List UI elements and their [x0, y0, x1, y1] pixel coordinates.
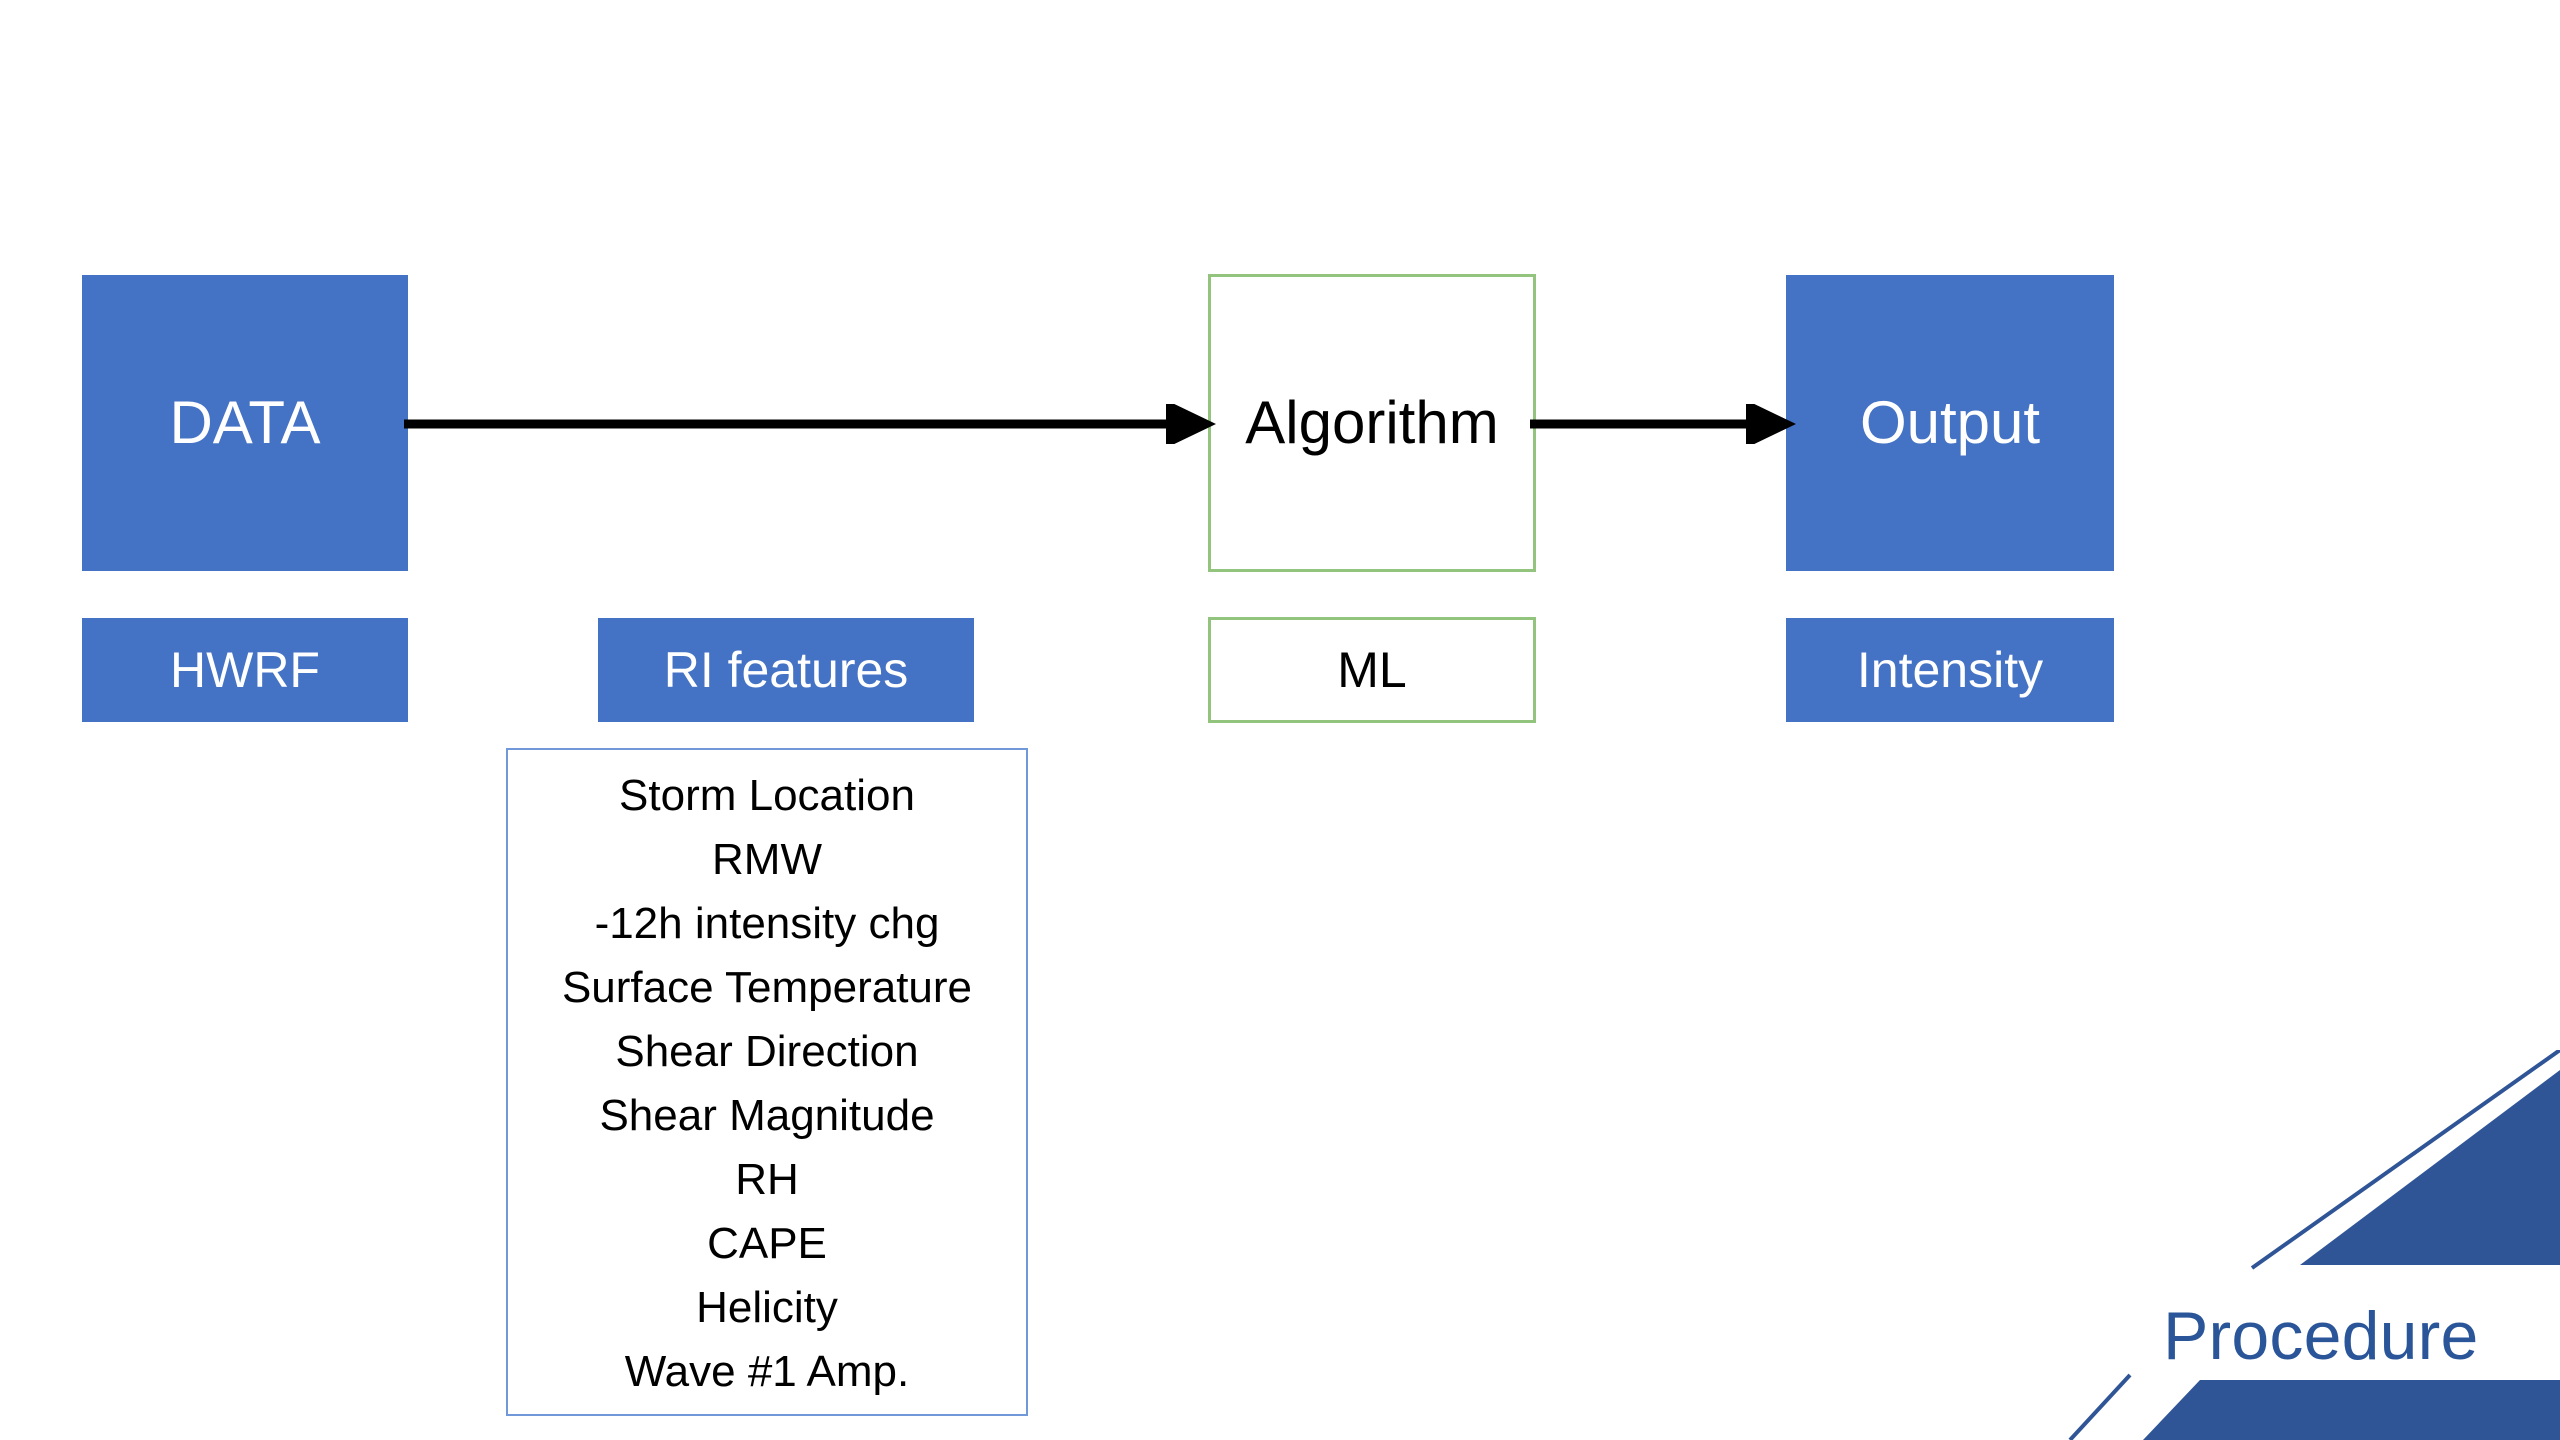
node-data-label: DATA — [169, 388, 321, 456]
feature-list-item: Helicity — [696, 1283, 838, 1332]
arrow-data-to-algorithm — [404, 404, 1216, 444]
feature-list-item: Surface Temperature — [561, 963, 973, 1012]
feature-list-box: Storm Location RMW -12h intensity chg Su… — [506, 748, 1028, 1416]
node-output-label: Output — [1859, 388, 2041, 456]
feature-list-item: -12h intensity chg — [594, 899, 940, 948]
node-ri-features[interactable]: RI features — [598, 618, 974, 722]
node-algorithm-label: Algorithm — [1245, 388, 1499, 456]
feature-list-item: Shear Magnitude — [599, 1091, 935, 1140]
feature-list-item: RMW — [712, 835, 822, 884]
node-hwrf-label: HWRF — [170, 642, 320, 698]
node-ri-features-label: RI features — [663, 642, 909, 698]
page-title: Procedure — [2163, 1298, 2479, 1374]
feature-list-item: Shear Direction — [615, 1027, 919, 1076]
node-ml-label: ML — [1337, 642, 1407, 698]
node-data[interactable]: DATA — [82, 275, 408, 571]
feature-list-item: Storm Location — [619, 771, 915, 820]
node-ml[interactable]: ML — [1208, 617, 1536, 723]
node-algorithm[interactable]: Algorithm — [1208, 274, 1536, 572]
node-hwrf[interactable]: HWRF — [82, 618, 408, 722]
feature-list-item: Wave #1 Amp. — [624, 1347, 910, 1396]
feature-list-item: CAPE — [707, 1219, 827, 1268]
node-intensity[interactable]: Intensity — [1786, 618, 2114, 722]
feature-list-item: RH — [735, 1155, 799, 1204]
node-intensity-label: Intensity — [1856, 642, 2044, 698]
arrow-algorithm-to-output — [1530, 404, 1796, 444]
node-output[interactable]: Output — [1786, 275, 2114, 571]
corner-decoration — [2068, 1050, 2560, 1440]
